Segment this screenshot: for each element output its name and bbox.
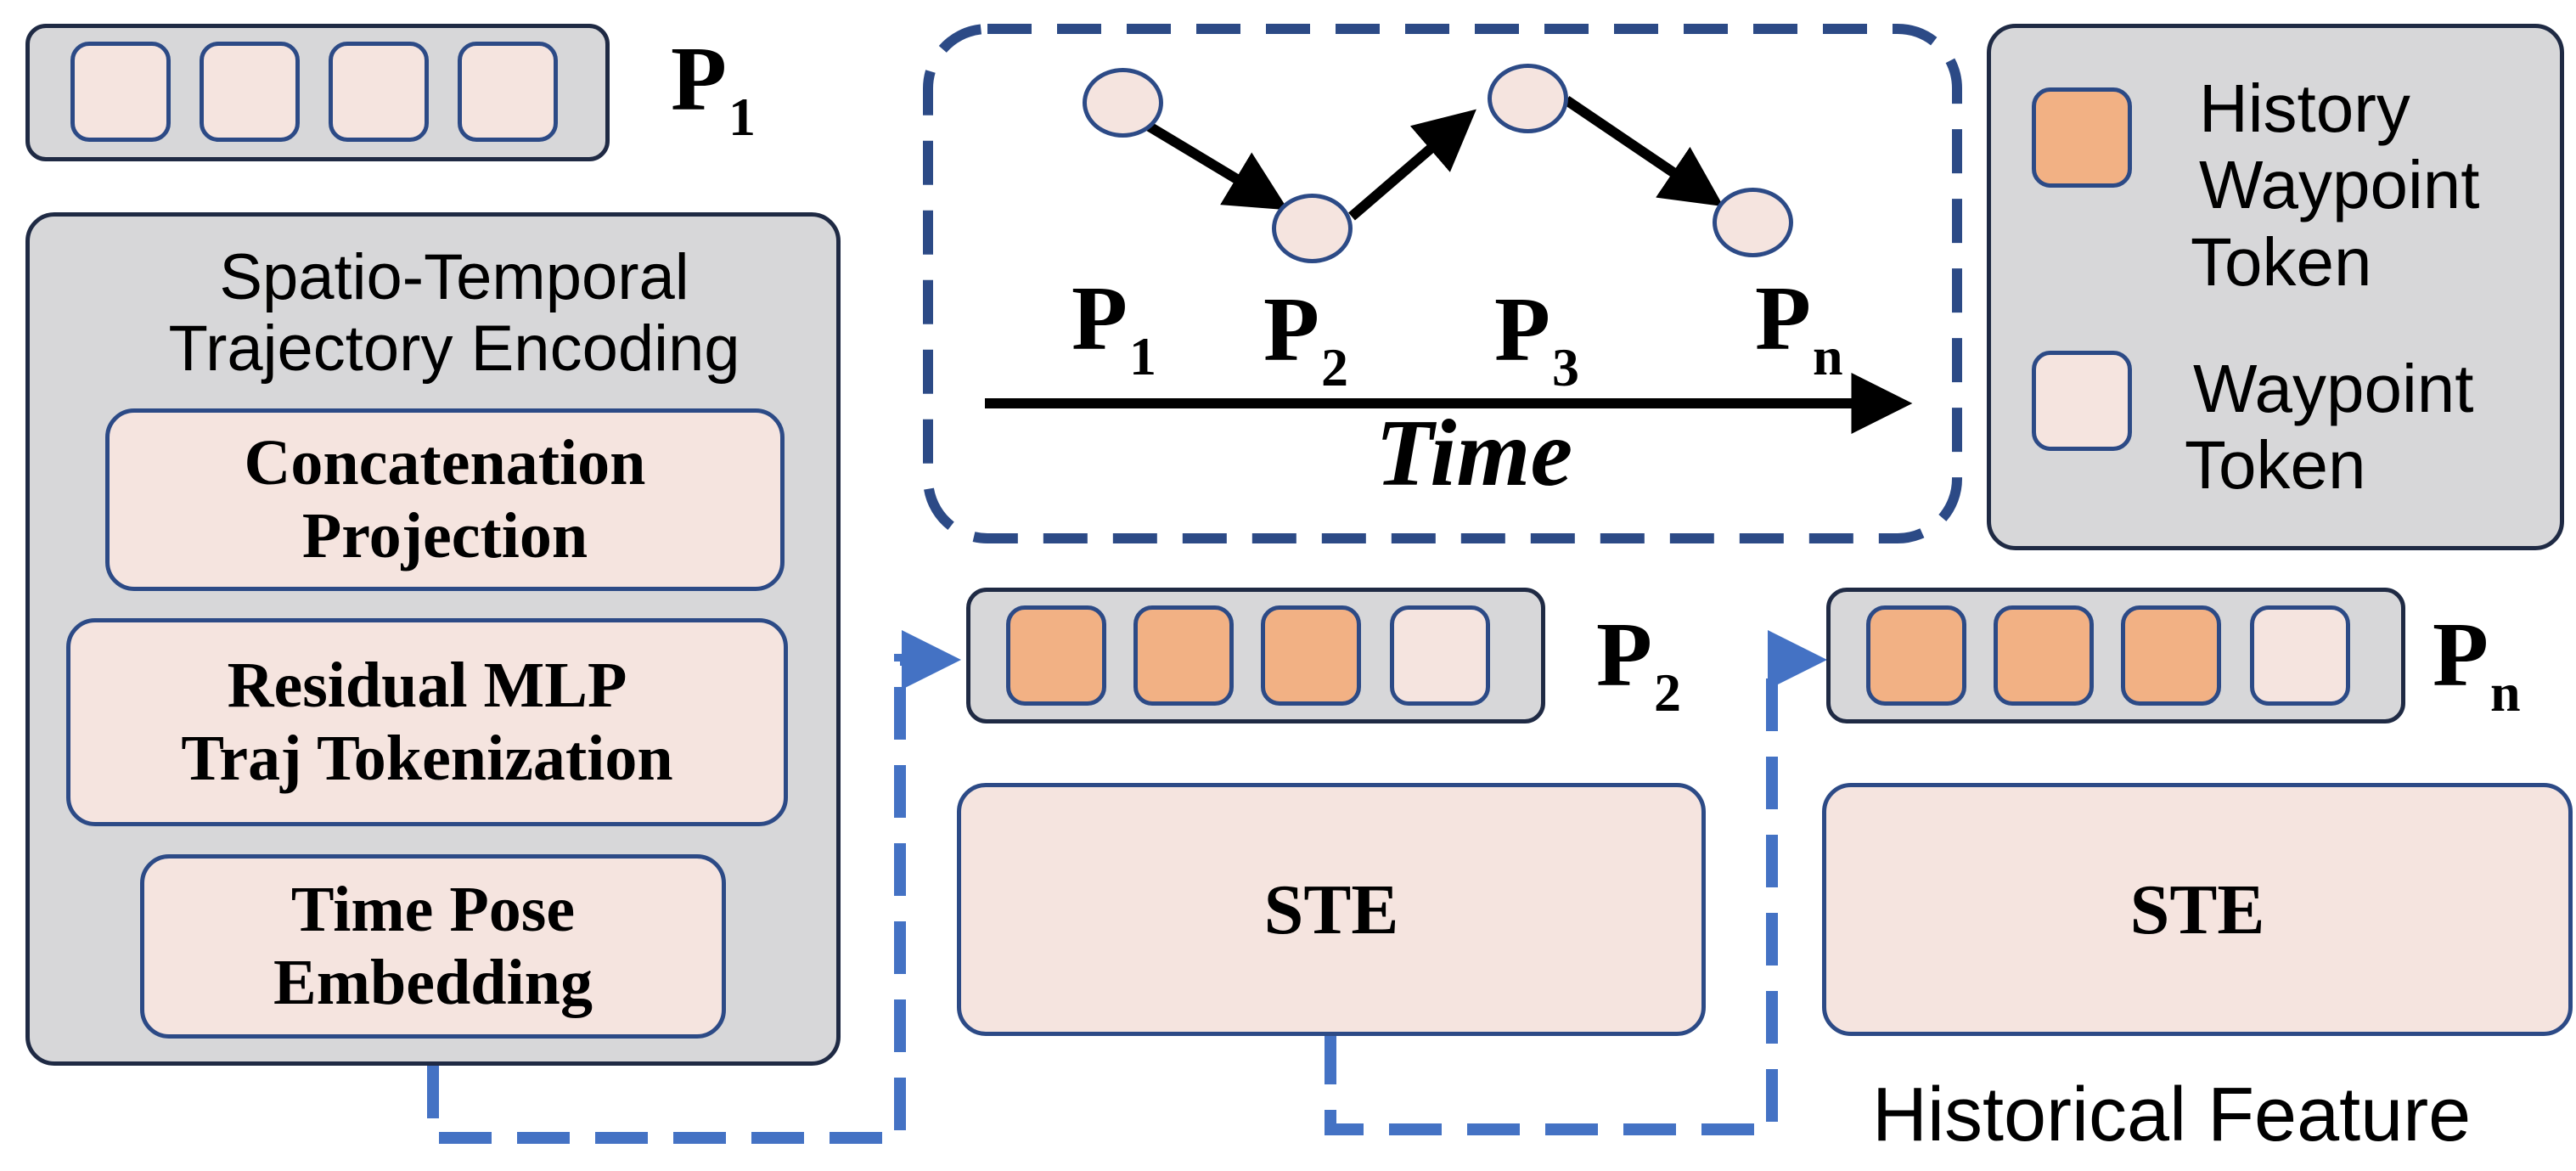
traj-waypoint-p2: [1272, 194, 1353, 263]
time-axis-label: Time: [1375, 401, 1573, 506]
legend-history-label: History Waypoint Token: [2191, 70, 2480, 300]
trajectory-inset-frame: [923, 24, 1962, 543]
ste-block-right: STE: [1822, 783, 2573, 1036]
waypoint-token: [70, 42, 171, 142]
waypoint-token: [2250, 605, 2350, 706]
traj-waypoint-p3: [1488, 64, 1568, 133]
history-token: [2121, 605, 2221, 706]
historical-feature-label: Historical Feature: [1872, 1072, 2472, 1157]
flow-encoder-to-p2: [427, 630, 961, 1144]
waypoint-token: [200, 42, 300, 142]
history-token: [1006, 605, 1106, 706]
history-token: [1994, 605, 2094, 706]
legend-history-swatch: [2032, 87, 2132, 188]
traj-waypoint-pn: [1713, 188, 1793, 257]
sequence-label-p1: P1: [671, 29, 756, 147]
traj-arrow-p1-p2: [1145, 121, 1289, 211]
traj-arrow-p3-pn: [1563, 96, 1724, 207]
concatenation-projection-block: Concatenation Projection: [105, 408, 785, 591]
sequence-label-pn: Pn: [2433, 605, 2521, 723]
token-sequence-p1: [25, 24, 610, 161]
traj-arrow-p2-p3: [1348, 109, 1476, 221]
history-token: [1261, 605, 1361, 706]
flow-ste-to-pn: [1325, 630, 1827, 1135]
token-sequence-pn: [1826, 588, 2405, 723]
traj-label-p1: P1: [1071, 268, 1156, 386]
traj-label-p2: P2: [1263, 279, 1348, 397]
time-pose-embedding-block: Time Pose Embedding: [140, 854, 726, 1039]
traj-waypoint-p1: [1083, 68, 1163, 138]
history-token: [1866, 605, 1966, 706]
waypoint-token: [1390, 605, 1490, 706]
ste-block-middle: STE: [957, 783, 1706, 1036]
waypoint-token: [329, 42, 429, 142]
residual-mlp-block: Residual MLP Traj Tokenization: [66, 618, 788, 826]
traj-label-p3: P3: [1494, 279, 1579, 397]
legend: History Waypoint Token Waypoint Token: [1987, 24, 2564, 550]
waypoint-token: [458, 42, 558, 142]
legend-waypoint-label: Waypoint Token: [2185, 351, 2474, 504]
history-token: [1133, 605, 1234, 706]
token-sequence-p2: [966, 588, 1545, 723]
encoder-title: Spatio-Temporal Trajectory Encoding: [168, 241, 740, 385]
legend-waypoint-swatch: [2032, 351, 2132, 451]
traj-label-pn: Pn: [1755, 268, 1843, 386]
sequence-label-p2: P2: [1596, 605, 1681, 723]
